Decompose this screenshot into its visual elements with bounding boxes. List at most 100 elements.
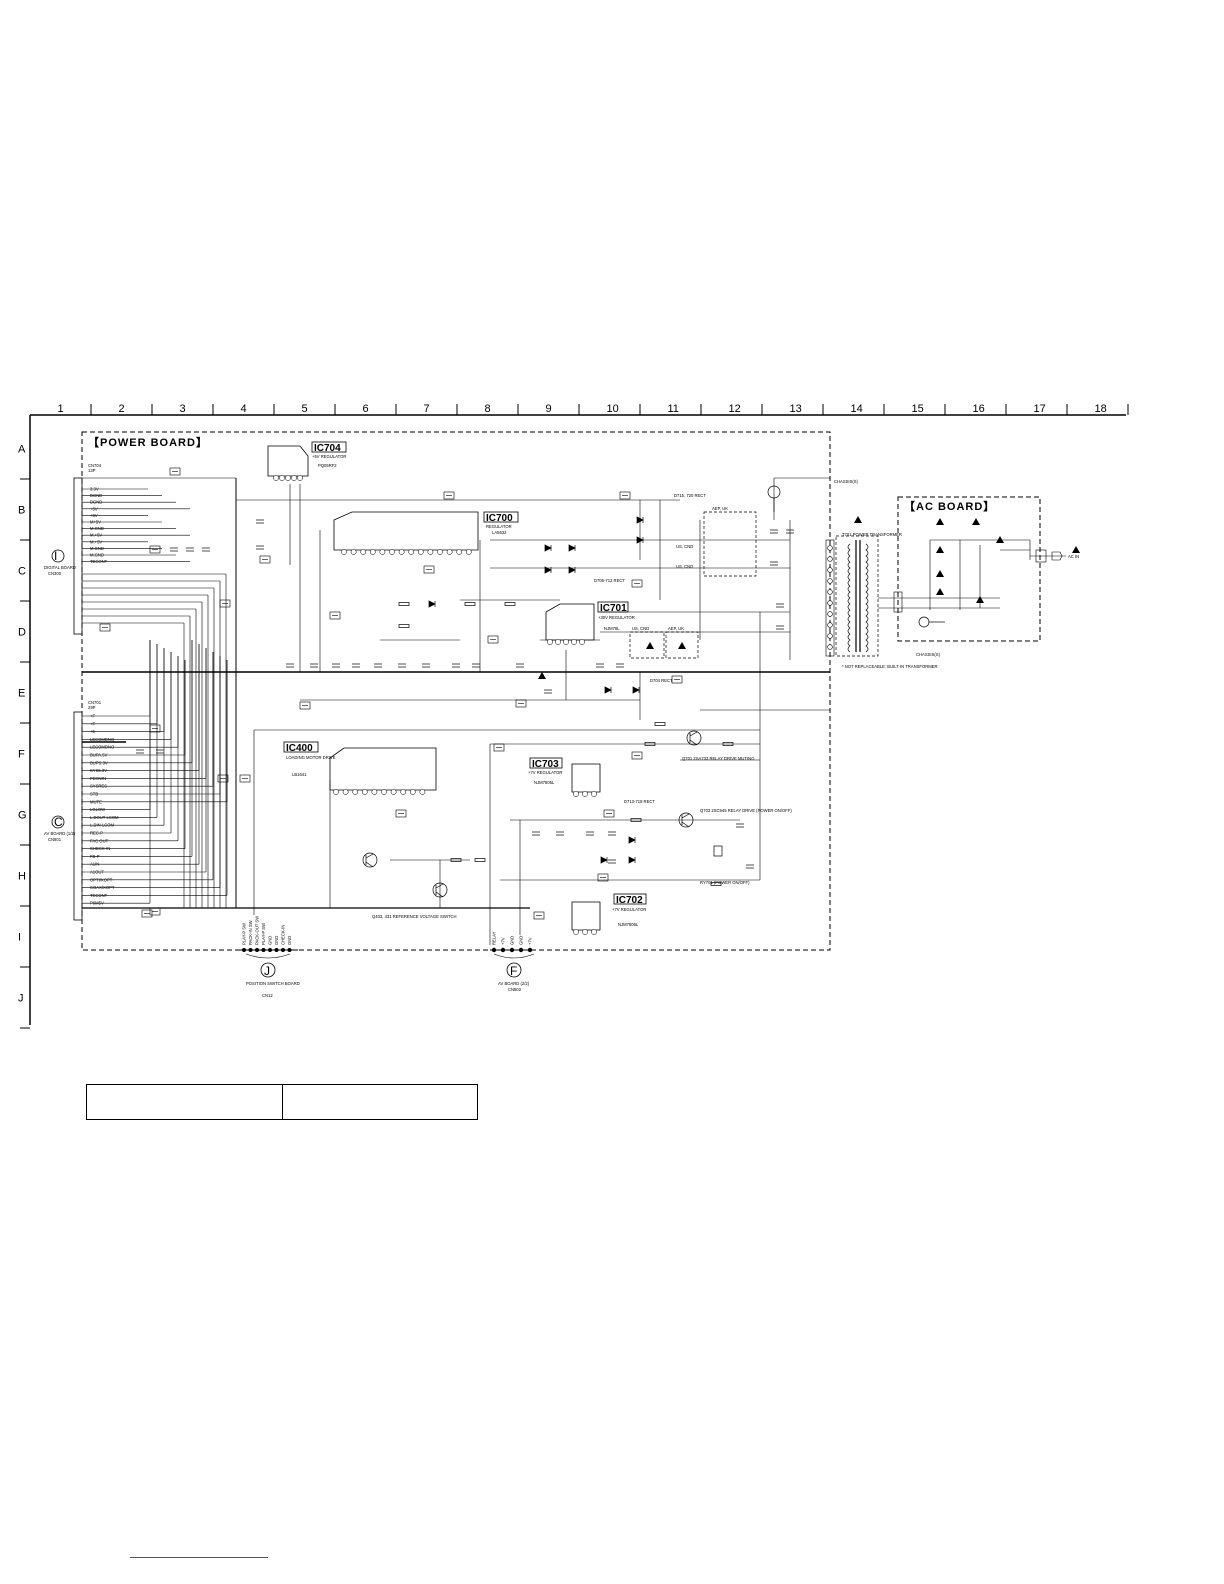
- svg-text:29P: 29P: [88, 705, 96, 710]
- svg-text:CN801: CN801: [48, 837, 62, 842]
- column-label: 8: [485, 403, 491, 415]
- svg-text:IC702: IC702: [616, 895, 643, 906]
- column-label: 11: [668, 403, 679, 415]
- svg-text:CN704: CN704: [88, 463, 102, 468]
- ac-board-wiring: [878, 539, 1066, 613]
- av2-pin-label: +7V: [501, 937, 506, 945]
- transistor-q403: [362, 852, 378, 868]
- column-label: 14: [851, 403, 863, 415]
- power-transformer: [835, 535, 879, 657]
- column-label: 9: [546, 403, 552, 415]
- row-label: G: [18, 810, 27, 822]
- cn701-connector: CN701 29P: [73, 700, 102, 921]
- position-pin-label: PACK-OUT SW: [255, 916, 260, 945]
- ac-board-frame: [897, 496, 1041, 642]
- ac-board-title: 【AC BOARD】: [904, 500, 995, 513]
- svg-text:IC400: IC400: [286, 743, 313, 754]
- aep-uk-label-1: AEP, UK: [712, 506, 728, 511]
- svg-text:PQ05RF2: PQ05RF2: [318, 463, 337, 468]
- column-label: 4: [241, 403, 247, 415]
- svg-text:NJM78L: NJM78L: [604, 626, 620, 631]
- row-label: H: [18, 871, 26, 883]
- svg-text:IC701: IC701: [600, 603, 627, 614]
- digital-board-callout: I DIGITAL BOARD CN300: [44, 549, 76, 576]
- av2-pin-label: GND: [519, 936, 524, 945]
- chassis-ground-bottom: [918, 616, 945, 628]
- signal-tags: [99, 467, 683, 920]
- row-label: I: [18, 932, 21, 944]
- svg-text:+7V REGULATOR: +7V REGULATOR: [612, 907, 646, 912]
- svg-text:F: F: [510, 964, 517, 978]
- svg-text:REGULATOR: REGULATOR: [486, 524, 512, 529]
- column-label: 18: [1095, 403, 1107, 415]
- ic701-block: IC701 +30V REGULATOR NJM78L: [545, 601, 635, 641]
- transistor-q703: [678, 812, 694, 828]
- passive-components: [136, 516, 794, 886]
- transformer-connector: [825, 539, 835, 657]
- ic400-block: IC400 LOADING MOTOR DRIVE LB1641: [283, 741, 437, 791]
- av2-pin-label: GND: [510, 936, 515, 945]
- transistor-q701: [686, 730, 702, 746]
- power-switch-label: RY701 (POWER ON/OFF): [700, 880, 750, 885]
- svg-text:CN300: CN300: [48, 571, 62, 576]
- svg-text:LB1641: LB1641: [292, 772, 307, 777]
- row-label: D: [18, 627, 26, 639]
- av2-pin-label: +7V: [528, 937, 533, 945]
- ic702-block: IC702 +7V REGULATOR NJM7805L: [571, 893, 646, 931]
- svg-text:POSITION SWITCH BOARD: POSITION SWITCH BOARD: [246, 981, 300, 986]
- position-pin-label: GND: [274, 936, 279, 945]
- row-label: J: [18, 993, 24, 1005]
- us-cnd-label-1: US, CND: [676, 544, 693, 549]
- position-pin-label: GND: [287, 936, 292, 945]
- legend-table: [86, 1084, 478, 1120]
- svg-text:IC703: IC703: [532, 759, 559, 770]
- column-label: 17: [1034, 403, 1046, 415]
- position-pin-label: PLAY-P SW: [242, 923, 247, 945]
- us-cnd-box: [629, 631, 665, 659]
- warning-triangles: [538, 516, 1080, 679]
- position-pin-label: PACK-IN SW: [248, 920, 253, 945]
- legend-cell-right: [281, 1085, 478, 1119]
- column-label: 6: [363, 403, 369, 415]
- svg-text:AV BOARD (2/2): AV BOARD (2/2): [498, 981, 530, 986]
- column-label: 12: [729, 403, 741, 415]
- position-pin-label: GND: [268, 936, 273, 945]
- q703-label: Q703 2SC945 RELAY DRIVE (POWER ON/OFF): [700, 808, 792, 813]
- svg-text:C: C: [54, 815, 63, 829]
- rect2-label: D706-712 RECT: [594, 578, 625, 583]
- column-label: 16: [973, 403, 985, 415]
- row-label: B: [18, 505, 25, 517]
- row-label: C: [18, 566, 26, 578]
- column-label: 3: [180, 403, 186, 415]
- ic700-block: IC700 REGULATOR LA5632: [333, 511, 519, 551]
- row-label: A: [18, 444, 26, 456]
- grid-frame: [20, 404, 1129, 1029]
- rect3-label: D713-718 RECT: [624, 799, 655, 804]
- transformer-label: T701 POWER TRANSFORMER: [842, 532, 902, 537]
- svg-text:+5V REGULATOR: +5V REGULATOR: [312, 454, 346, 459]
- ic704-block: IC704 +5V REGULATOR PQ05RF2: [267, 441, 346, 477]
- chassis-top-label: CHASSIS(S): [834, 479, 859, 484]
- svg-text:+30V REGULATOR: +30V REGULATOR: [598, 615, 635, 620]
- q701-label: Q701 2SA733 RELAY DRIVE MUTING: [682, 756, 754, 761]
- aep-uk-label-2: AEP, UK: [668, 626, 684, 631]
- column-label: 10: [607, 403, 619, 415]
- svg-text:DIGITAL BOARD: DIGITAL BOARD: [44, 565, 76, 570]
- legend-cell-left: [87, 1085, 282, 1119]
- column-label: 2: [119, 403, 125, 415]
- rect4-label: D704 RECT: [650, 678, 673, 683]
- svg-text:IC700: IC700: [486, 513, 513, 524]
- svg-text:IC704: IC704: [314, 443, 341, 454]
- svg-text:CN12: CN12: [262, 993, 273, 998]
- cn-position-connector: J POSITION SWITCH BOARD CN12: [238, 948, 300, 998]
- svg-text:LOADING MOTOR DRIVE: LOADING MOTOR DRIVE: [286, 755, 336, 760]
- transistor-q431: [432, 882, 448, 898]
- cn-av2-connector: F AV BOARD (2/2) CN802: [490, 947, 536, 992]
- av1-board-callout: C AV BOARD (1/2) CN801: [44, 815, 76, 842]
- aep-uk-box-bottom: [665, 631, 699, 659]
- chassis-bottom-label: CHASSIS(S): [916, 652, 941, 657]
